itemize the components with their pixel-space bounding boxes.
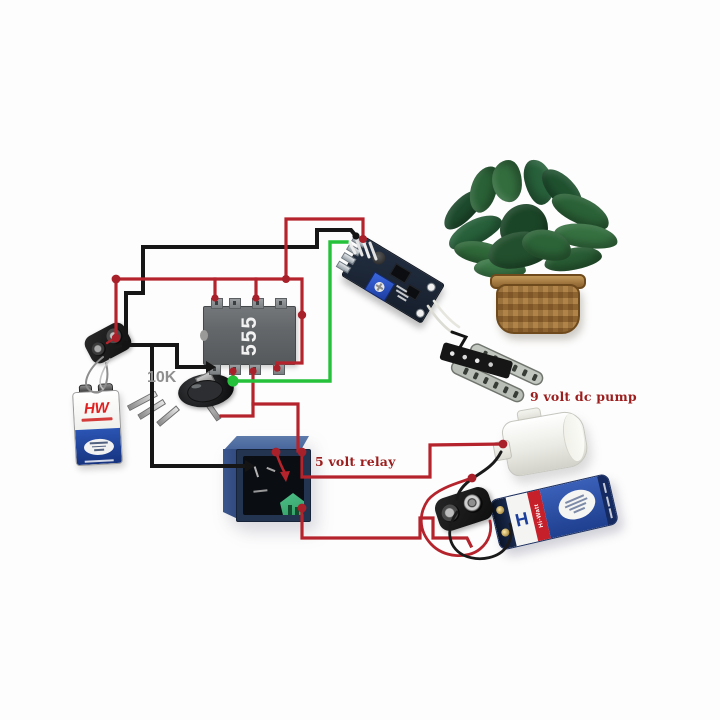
chip-pin — [209, 364, 221, 375]
junction-dot — [111, 274, 121, 284]
moisture-sensor-module — [335, 234, 446, 324]
wire-clip-to-timer — [124, 343, 207, 369]
moisture-probe — [439, 342, 544, 403]
pot-value-label: 10K — [147, 369, 177, 386]
sensor-capacitor — [369, 249, 388, 267]
battery-body: HW — [72, 389, 123, 467]
clip-snap — [89, 339, 109, 359]
sensor-mount-hole — [414, 307, 427, 320]
junction-dot — [467, 473, 477, 483]
clip-snap — [103, 325, 126, 347]
battery-9v-right: H Hi-Watt — [488, 472, 620, 552]
relay-opening — [243, 456, 304, 515]
battery-brand-subtext — [81, 417, 113, 423]
sensor-mount-hole — [425, 281, 438, 294]
chip-label: 555 — [237, 314, 261, 357]
probe-prong-right — [469, 343, 544, 386]
wicker-basket — [496, 284, 580, 334]
plant-leaf — [491, 159, 523, 203]
probe-prong-left — [450, 360, 525, 403]
chip-notch — [200, 330, 208, 341]
battery-clip-left — [81, 319, 135, 367]
battery-body — [539, 474, 619, 539]
sensor-trimpot — [364, 271, 396, 302]
potted-plant — [437, 156, 620, 336]
relay-contact-block — [280, 493, 304, 515]
junction-dot — [297, 310, 307, 320]
pump-label: 9 volt dc pump — [530, 389, 637, 404]
probe-header-bar — [439, 342, 513, 379]
relay-module — [221, 434, 311, 522]
clip-snap — [461, 491, 486, 516]
battery-9v-left: HW — [72, 383, 123, 467]
battery-clip-right — [432, 484, 496, 534]
battery-oval-logo — [83, 437, 114, 456]
battery-oval-logo — [553, 484, 600, 525]
clip-snap — [439, 501, 463, 525]
junction-dot — [282, 275, 290, 283]
timer-ic-555: 555 — [200, 298, 296, 375]
battery-brand-label: HW — [83, 399, 110, 418]
pot-leg — [156, 405, 180, 427]
dc-pump — [488, 398, 595, 486]
relay-front-face — [236, 449, 311, 522]
sensor-ic — [389, 263, 412, 284]
battery-foot-text — [84, 459, 114, 463]
relay-label: 5 volt relay — [315, 454, 396, 469]
battery-end-edge — [597, 474, 619, 526]
pump-inlet — [492, 439, 513, 462]
